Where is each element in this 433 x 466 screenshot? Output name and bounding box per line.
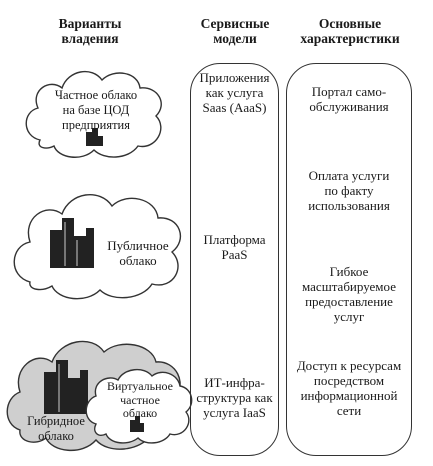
- virtual-private-cloud-label: Виртуальное частное облако: [107, 379, 173, 420]
- hybrid-cloud-label: Гибридное облако: [27, 414, 85, 443]
- characteristics-column: [286, 63, 412, 456]
- service-model-paas: Платформа PaaS: [203, 232, 266, 262]
- public-cloud-label: Публичное облако: [107, 238, 169, 268]
- service-model-iaas: ИТ-инфра- структура как услуга IaaS: [196, 375, 273, 420]
- private-cloud-label: Частное облако на базе ЦОД предприятия: [54, 88, 138, 132]
- header-ownership: Варианты владения: [58, 16, 122, 46]
- characteristic-pay-per-use: Оплата услуги по факту использования: [308, 168, 390, 213]
- header-service-models: Сервисные модели: [200, 16, 270, 46]
- virtual-private-cloud-building-icon: [130, 416, 144, 432]
- characteristic-self-service: Портал само- обслуживания: [309, 84, 389, 114]
- public-cloud-shape: [13, 193, 182, 300]
- virtual-private-cloud-shape: [85, 369, 193, 444]
- public-cloud-building-icon: [50, 218, 94, 268]
- characteristic-elastic: Гибкое масштабируемое предоставление усл…: [302, 264, 396, 324]
- characteristic-network-access: Доступ к ресурсам посредством информацио…: [296, 358, 402, 418]
- private-cloud-building-icon: [86, 128, 103, 146]
- service-models-column: [190, 63, 279, 456]
- header-characteristics: Основные характеристики: [300, 16, 400, 46]
- private-cloud-shape: [25, 70, 162, 158]
- service-model-saas: Приложения как услуга Saas (AaaS): [199, 70, 270, 115]
- hybrid-cloud-building-icon: [44, 360, 88, 414]
